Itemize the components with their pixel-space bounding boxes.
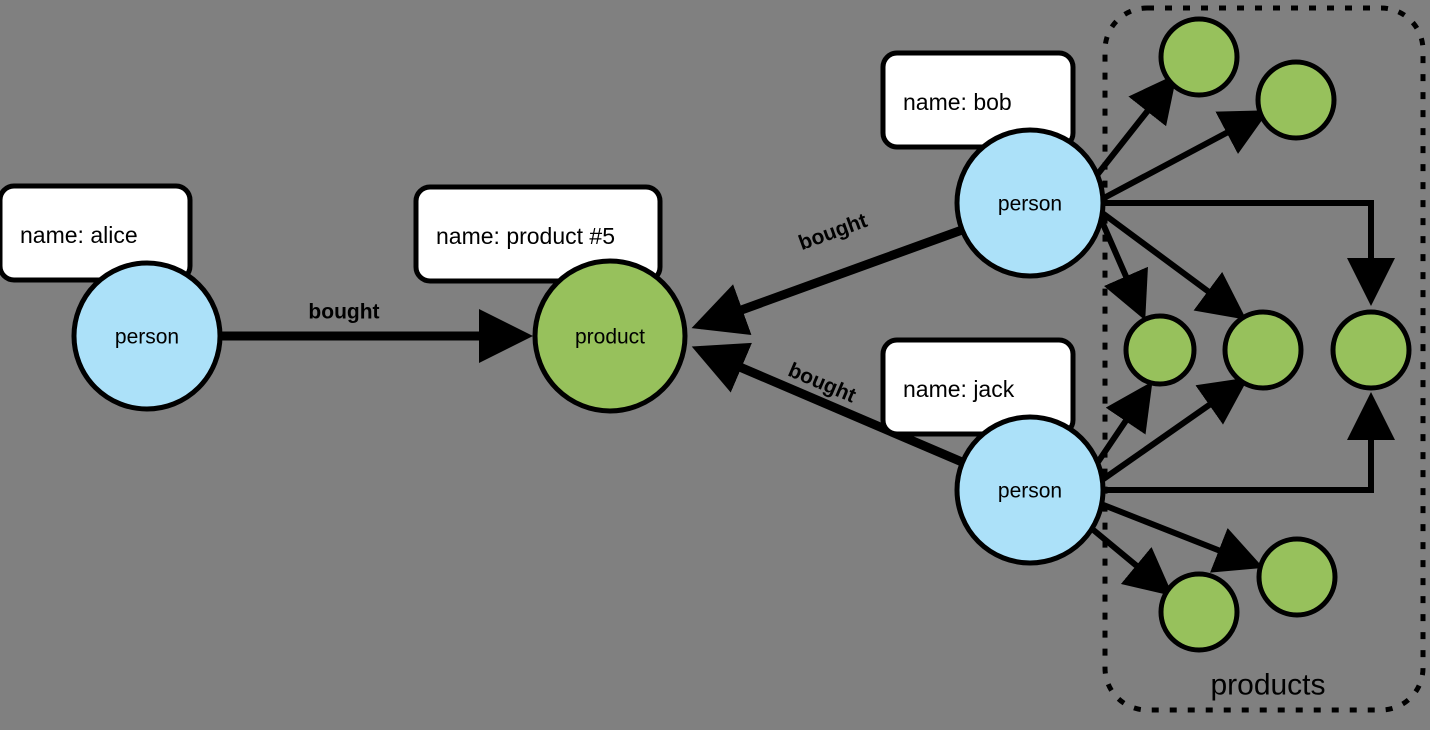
property-box-jack-text: name: jack: [903, 376, 1015, 402]
edge-bob-p4: [1099, 209, 1247, 320]
property-box-bob: name: bob: [880, 50, 1076, 150]
edges-layer: [221, 73, 1395, 597]
node-product5-label: product: [575, 326, 645, 349]
property-box-product-text: name: product #5: [436, 223, 615, 249]
edge-jack-p4: [1100, 377, 1249, 483]
edge-bob-p5: [1103, 200, 1395, 306]
property-box-product: name: product #5: [413, 184, 663, 284]
node-alice[interactable]: person: [71, 260, 223, 412]
property-box-shape: [413, 184, 663, 284]
edge-jack-product: [691, 342, 964, 467]
node-jack-label: person: [998, 480, 1062, 503]
edge-bob-p2: [1100, 110, 1270, 202]
node-bob-label: person: [998, 193, 1062, 216]
node-alice-circle[interactable]: [71, 260, 223, 412]
cluster-label-products: products: [1210, 669, 1325, 702]
property-box-jack: name: jack: [880, 337, 1076, 437]
product-node-p2[interactable]: [1255, 59, 1337, 141]
edge-jack-p6: [1089, 525, 1174, 597]
node-product5-circle[interactable]: [532, 258, 688, 414]
property-box-shape: [0, 183, 193, 283]
edge-bob-p1: [1094, 73, 1177, 177]
product-node-p3[interactable]: [1123, 313, 1197, 387]
property-box-shape: [880, 50, 1076, 150]
property-box-alice: name: alice: [0, 183, 193, 283]
edge-bob-p3: [1097, 215, 1148, 321]
node-jack[interactable]: person: [954, 414, 1106, 566]
node-bob-circle[interactable]: [954, 127, 1106, 279]
node-alice-label: person: [115, 326, 179, 349]
edge-jack-p5: [1103, 392, 1395, 493]
property-boxes-layer: name: alice name: product #5 name: bob n…: [0, 50, 1076, 437]
edge-label-bob-bought: bought: [796, 209, 871, 255]
product-node-p5[interactable]: [1330, 309, 1412, 391]
property-box-bob-text: name: bob: [903, 89, 1012, 115]
property-box-alice-text: name: alice: [20, 222, 138, 248]
edge-jack-p7: [1099, 501, 1264, 573]
products-cluster-boundary: [1102, 5, 1426, 713]
edge-jack-p3: [1095, 381, 1153, 464]
node-jack-circle[interactable]: [954, 414, 1106, 566]
product-node-p1[interactable]: [1158, 16, 1240, 98]
property-box-shape: [880, 337, 1076, 437]
main-nodes-layer: person product person person: [71, 127, 1106, 566]
edge-bob-product: [691, 225, 964, 336]
product-nodes-layer: [1123, 16, 1412, 653]
product-node-p4[interactable]: [1222, 309, 1304, 391]
product-node-p6[interactable]: [1158, 571, 1240, 653]
node-bob[interactable]: person: [954, 127, 1106, 279]
cluster-border: [1102, 5, 1426, 713]
node-product5[interactable]: product: [532, 258, 688, 414]
edge-label-alice-bought: bought: [308, 301, 379, 324]
product-node-p7[interactable]: [1256, 536, 1338, 618]
